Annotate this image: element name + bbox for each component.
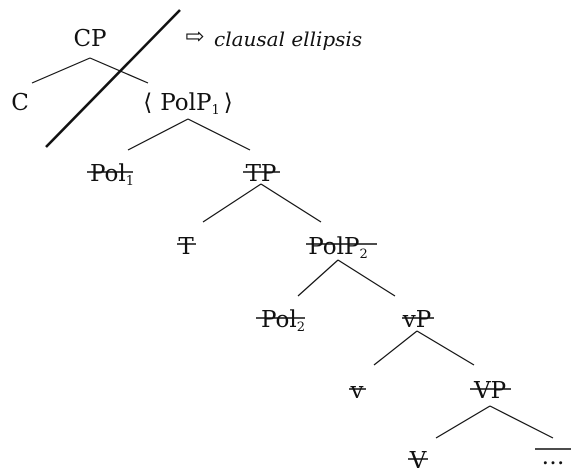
edge-polp1-tp [187,118,251,151]
ellipsis-slash [45,9,181,148]
edge-polp2-vp-small [337,259,396,297]
polp1-subscript: 1 [211,103,219,118]
pol2-subscript: 2 [297,320,305,335]
node-v-small: v [350,378,364,404]
edge-cp-polp1 [89,57,149,84]
pol1-subscript: 1 [126,174,134,189]
node-t: T [178,234,194,260]
node-pol1: Pol1 [90,161,134,189]
node-tp: TP [246,161,277,187]
edge-polp1-pol1 [127,118,189,151]
edge-vp-small-vp [416,330,475,366]
edge-vp-v [435,405,491,439]
annotation-clausal-ellipsis: clausal ellipsis [214,27,362,51]
angle-open: ⟨ [143,90,152,116]
edge-tp-t [202,183,262,223]
edge-tp-polp2 [260,183,322,223]
polp1-label: PolP [160,90,211,116]
edge-polp2-pol2 [297,259,339,297]
hollow-arrow-icon: ⇨ [185,24,204,50]
node-c: C [11,90,29,116]
angle-close: ⟩ [224,90,233,116]
node-ellipsis: … [542,444,565,470]
polp2-label: PolP [308,234,359,260]
pol2-label: Pol [261,307,297,333]
node-polp1: ⟨ PolP1 ⟩ [143,90,232,118]
node-vp-small: vP [402,307,431,333]
edge-vp-ellipsis [489,405,554,439]
node-cp: CP [73,26,106,52]
node-pol2: Pol2 [261,307,305,335]
node-vp: VP [473,378,506,404]
node-polp2: PolP2 [308,234,368,262]
edge-cp-c [31,57,91,84]
polp2-subscript: 2 [359,247,367,262]
edge-vp-small-v-small [373,330,418,366]
pol1-label: Pol [90,161,126,187]
